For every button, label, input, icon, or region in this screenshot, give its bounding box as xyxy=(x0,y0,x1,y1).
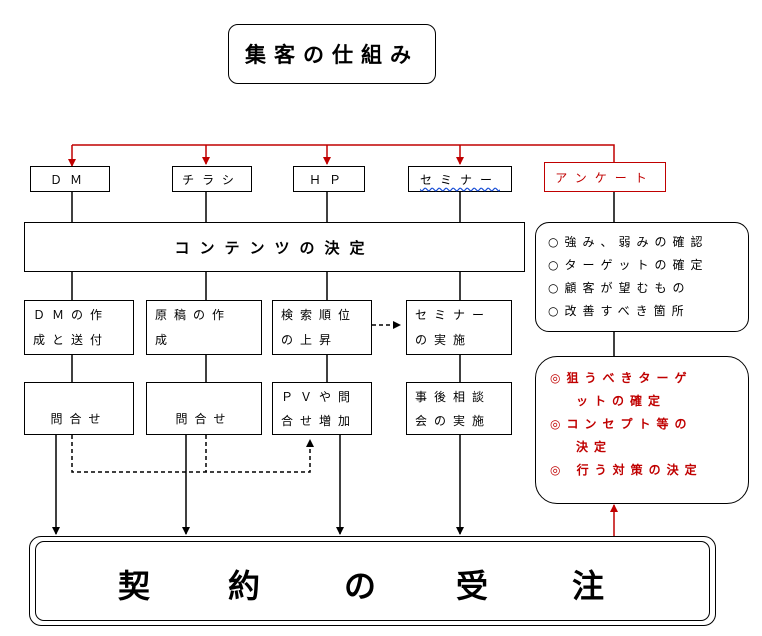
contract-char: の xyxy=(344,567,377,605)
channel-seminar-box: セミナー xyxy=(408,166,512,192)
action-dm-line1: ＤＭの作 xyxy=(33,308,110,322)
outcome-line: ットの確定 xyxy=(576,394,667,408)
action-hp-line1: 検索順位 xyxy=(281,308,358,322)
result-hp-box: ＰＶや問 合せ増加 xyxy=(272,382,372,435)
contract-char: 契 xyxy=(118,567,151,605)
survey-checks-box: ○強み、弱みの確認 ○ターゲットの確定 ○顧客が望むもの ○改善すべき箇所 xyxy=(535,222,749,332)
contract-char: 受 xyxy=(456,567,489,605)
survey-check-item: ○ターゲットの確定 xyxy=(548,258,709,272)
contract-box xyxy=(35,541,710,621)
action-seminar-line1: セミナー xyxy=(415,308,492,322)
outcome-line: 決定 xyxy=(576,440,613,454)
contract-char: 注 xyxy=(572,567,605,605)
channel-survey-label: アンケート xyxy=(555,171,655,185)
channel-survey-box: アンケート xyxy=(544,162,666,192)
action-hp-box: 検索順位 の上昇 xyxy=(272,300,372,355)
dashed-arrow-inquiries-to-pv xyxy=(71,435,314,473)
action-dm-line2: 成と送付 xyxy=(33,333,110,347)
survey-feedback-line xyxy=(72,144,615,162)
action-seminar-line2: の実施 xyxy=(415,333,473,347)
content-decision-label: コンテンツの決定 xyxy=(174,239,375,257)
result-flyer-label: 問合せ xyxy=(175,412,233,426)
outcome-line: ◎ 行う対策の決定 xyxy=(550,463,703,477)
result-dm-label: 問合せ xyxy=(50,412,108,426)
survey-outcomes-box: ◎狙うべきターゲ ットの確定 ◎コンセプト等の 決定 ◎ 行う対策の決定 xyxy=(535,356,749,504)
result-seminar-box: 事後相談 会の実施 xyxy=(406,382,512,435)
survey-check-item: ○顧客が望むもの xyxy=(548,281,691,295)
channel-dm-label: ＤＭ xyxy=(49,173,90,187)
channel-dm-box: ＤＭ xyxy=(30,166,110,192)
channel-hp-label: ＨＰ xyxy=(308,173,349,187)
result-flyer-box: 問合せ xyxy=(146,382,262,435)
survey-check-item: ○強み、弱みの確認 xyxy=(548,235,709,249)
result-seminar-line2: 会の実施 xyxy=(415,414,492,428)
result-dm-box: 問合せ xyxy=(24,382,134,435)
outcome-line: ◎コンセプト等の xyxy=(550,417,693,431)
result-hp-line2: 合せ増加 xyxy=(281,414,358,428)
page-title: 集客の仕組み xyxy=(245,43,419,67)
result-hp-line1: ＰＶや問 xyxy=(281,390,358,404)
action-flyer-box: 原稿の作 成 xyxy=(146,300,262,355)
outcome-line: ◎狙うべきターゲ xyxy=(550,371,693,385)
action-flyer-line2: 成 xyxy=(155,333,175,347)
channel-hp-box: ＨＰ xyxy=(293,166,365,192)
contract-char: 約 xyxy=(228,567,261,605)
action-dm-box: ＤＭの作 成と送付 xyxy=(24,300,134,355)
title-box: 集客の仕組み xyxy=(228,24,436,84)
action-seminar-box: セミナー の実施 xyxy=(406,300,512,355)
action-hp-line2: の上昇 xyxy=(281,333,339,347)
channel-flyer-label: チラシ xyxy=(182,173,242,187)
channel-flyer-box: チラシ xyxy=(172,166,252,192)
channel-seminar-label: セミナー xyxy=(419,173,500,187)
survey-check-item: ○改善すべき箇所 xyxy=(548,304,690,318)
result-seminar-line1: 事後相談 xyxy=(415,390,492,404)
content-decision-box: コンテンツの決定 xyxy=(24,222,525,272)
action-flyer-line1: 原稿の作 xyxy=(155,308,232,322)
